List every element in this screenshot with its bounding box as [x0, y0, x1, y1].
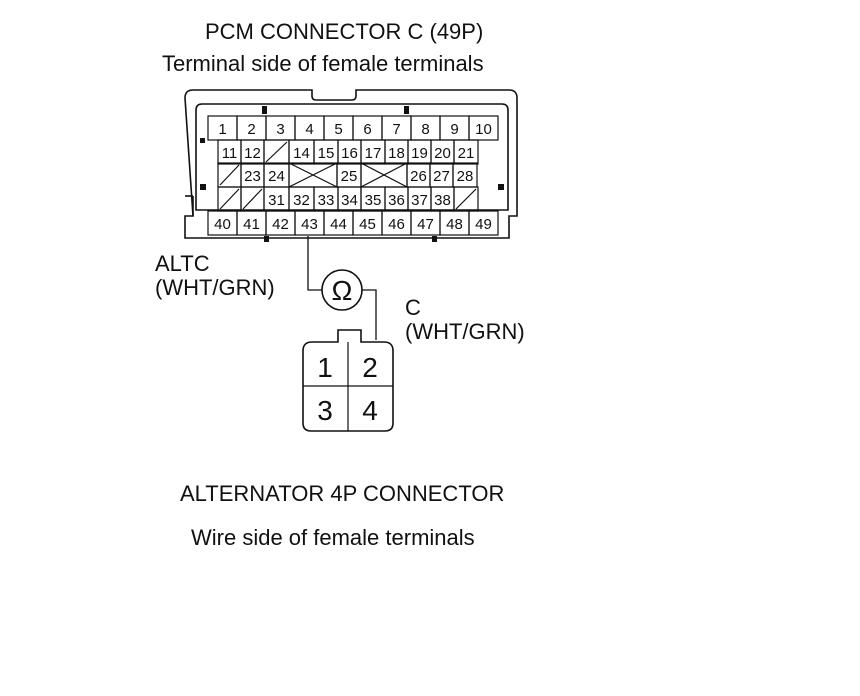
pcm-key-mark-top	[262, 106, 267, 114]
pcm-terminal-number: 37	[411, 192, 428, 209]
pcm-terminal-number: 31	[268, 192, 285, 209]
pcm-terminal-number: 48	[446, 216, 463, 233]
pcm-terminal-number: 4	[305, 121, 313, 138]
pcm-terminal-number: 3	[276, 121, 284, 138]
alt-terminal-4: 4	[362, 395, 378, 426]
pcm-terminal-number: 16	[341, 145, 358, 162]
pcm-terminal-number: 43	[301, 216, 318, 233]
pcm-terminal-number: 5	[334, 121, 342, 138]
pcm-terminal-number: 47	[417, 216, 434, 233]
unused-cavity-slash	[219, 188, 240, 210]
altc-wire-color: (WHT/GRN)	[155, 275, 275, 300]
pcm-terminal-number: 40	[214, 216, 231, 233]
pcm-terminal-number: 14	[293, 145, 310, 162]
pcm-terminal-number: 49	[475, 216, 492, 233]
ohmmeter-icon	[321, 269, 363, 311]
c-wire-color: (WHT/GRN)	[405, 319, 525, 344]
unused-cavity-slash	[265, 141, 288, 163]
ohm-symbol: Ω	[332, 275, 353, 306]
pcm-terminal-cavity	[468, 115, 499, 141]
pcm-terminal-number: 45	[359, 216, 376, 233]
pcm-terminal-number: 12	[244, 145, 261, 162]
alt-terminal-1: 1	[317, 352, 333, 383]
pcm-terminal-number: 21	[458, 145, 475, 162]
pcm-key-mark-bottom	[264, 236, 269, 242]
pcm-terminal-number: 7	[392, 121, 400, 138]
altc-wire	[307, 236, 322, 291]
pcm-terminal-number: 33	[318, 192, 335, 209]
pcm-terminal-number: 42	[272, 216, 289, 233]
alternator-connector-subtitle: Wire side of female terminals	[191, 525, 475, 550]
pcm-terminal-number: 15	[318, 145, 335, 162]
pcm-terminal-number: 18	[388, 145, 405, 162]
pcm-terminal-number: 41	[243, 216, 260, 233]
pcm-terminal-number: 28	[457, 168, 474, 185]
pcm-terminal-number: 25	[341, 168, 358, 185]
pcm-terminal-number: 32	[293, 192, 310, 209]
pcm-lock-mark-right	[498, 184, 504, 190]
altc-wire-label: ALTC	[155, 251, 210, 276]
unused-cavity-slash	[455, 188, 477, 210]
pcm-terminal-number: 17	[365, 145, 382, 162]
pcm-lock-mark-left	[200, 184, 206, 190]
pcm-terminal-number: 11	[222, 145, 238, 162]
pcm-terminal-number: 23	[244, 168, 261, 185]
alternator-connector-housing	[302, 329, 394, 432]
pcm-terminal-number: 2	[247, 121, 255, 138]
pcm-terminal-number: 20	[434, 145, 451, 162]
unused-cavity-cross	[288, 162, 338, 188]
alt-terminal-2: 2	[362, 352, 378, 383]
unused-cavity-cross	[360, 162, 408, 188]
pcm-key-mark-left	[200, 138, 205, 143]
c-wire-label: C	[405, 295, 421, 320]
alternator-connector-title: ALTERNATOR 4P CONNECTOR	[180, 481, 505, 506]
pcm-terminal-number: 6	[363, 121, 371, 138]
pcm-terminal-number: 10	[475, 121, 492, 138]
pcm-terminal-number: 38	[434, 192, 451, 209]
pcm-connector-title: PCM CONNECTOR C (49P)	[205, 19, 484, 44]
alt-terminal-3: 3	[317, 395, 333, 426]
pcm-connector-housing	[184, 89, 518, 239]
pcm-terminal-number: 26	[410, 168, 427, 185]
pcm-terminal-number: 8	[421, 121, 429, 138]
unused-cavity-slash	[219, 164, 240, 186]
pcm-key-mark-bottom-right	[432, 236, 437, 242]
pcm-terminal-cavity	[468, 210, 499, 236]
c-wire	[362, 289, 377, 340]
pcm-terminal-number: 35	[365, 192, 382, 209]
pcm-terminal-number: 44	[330, 216, 347, 233]
pcm-terminal-number: 24	[268, 168, 285, 185]
pcm-terminal-number: 36	[388, 192, 405, 209]
pcm-terminal-number: 27	[433, 168, 450, 185]
unused-cavity-slash	[242, 188, 263, 210]
pcm-terminal-number: 1	[218, 121, 226, 138]
pcm-terminal-number: 34	[341, 192, 358, 209]
pcm-terminal-number: 46	[388, 216, 405, 233]
pcm-key-mark-top-right	[404, 106, 409, 114]
pcm-terminal-cavity	[453, 139, 479, 165]
pcm-terminal-number: 19	[411, 145, 428, 162]
pcm-terminal-number: 9	[450, 121, 458, 138]
pcm-connector-subtitle: Terminal side of female terminals	[162, 51, 484, 76]
